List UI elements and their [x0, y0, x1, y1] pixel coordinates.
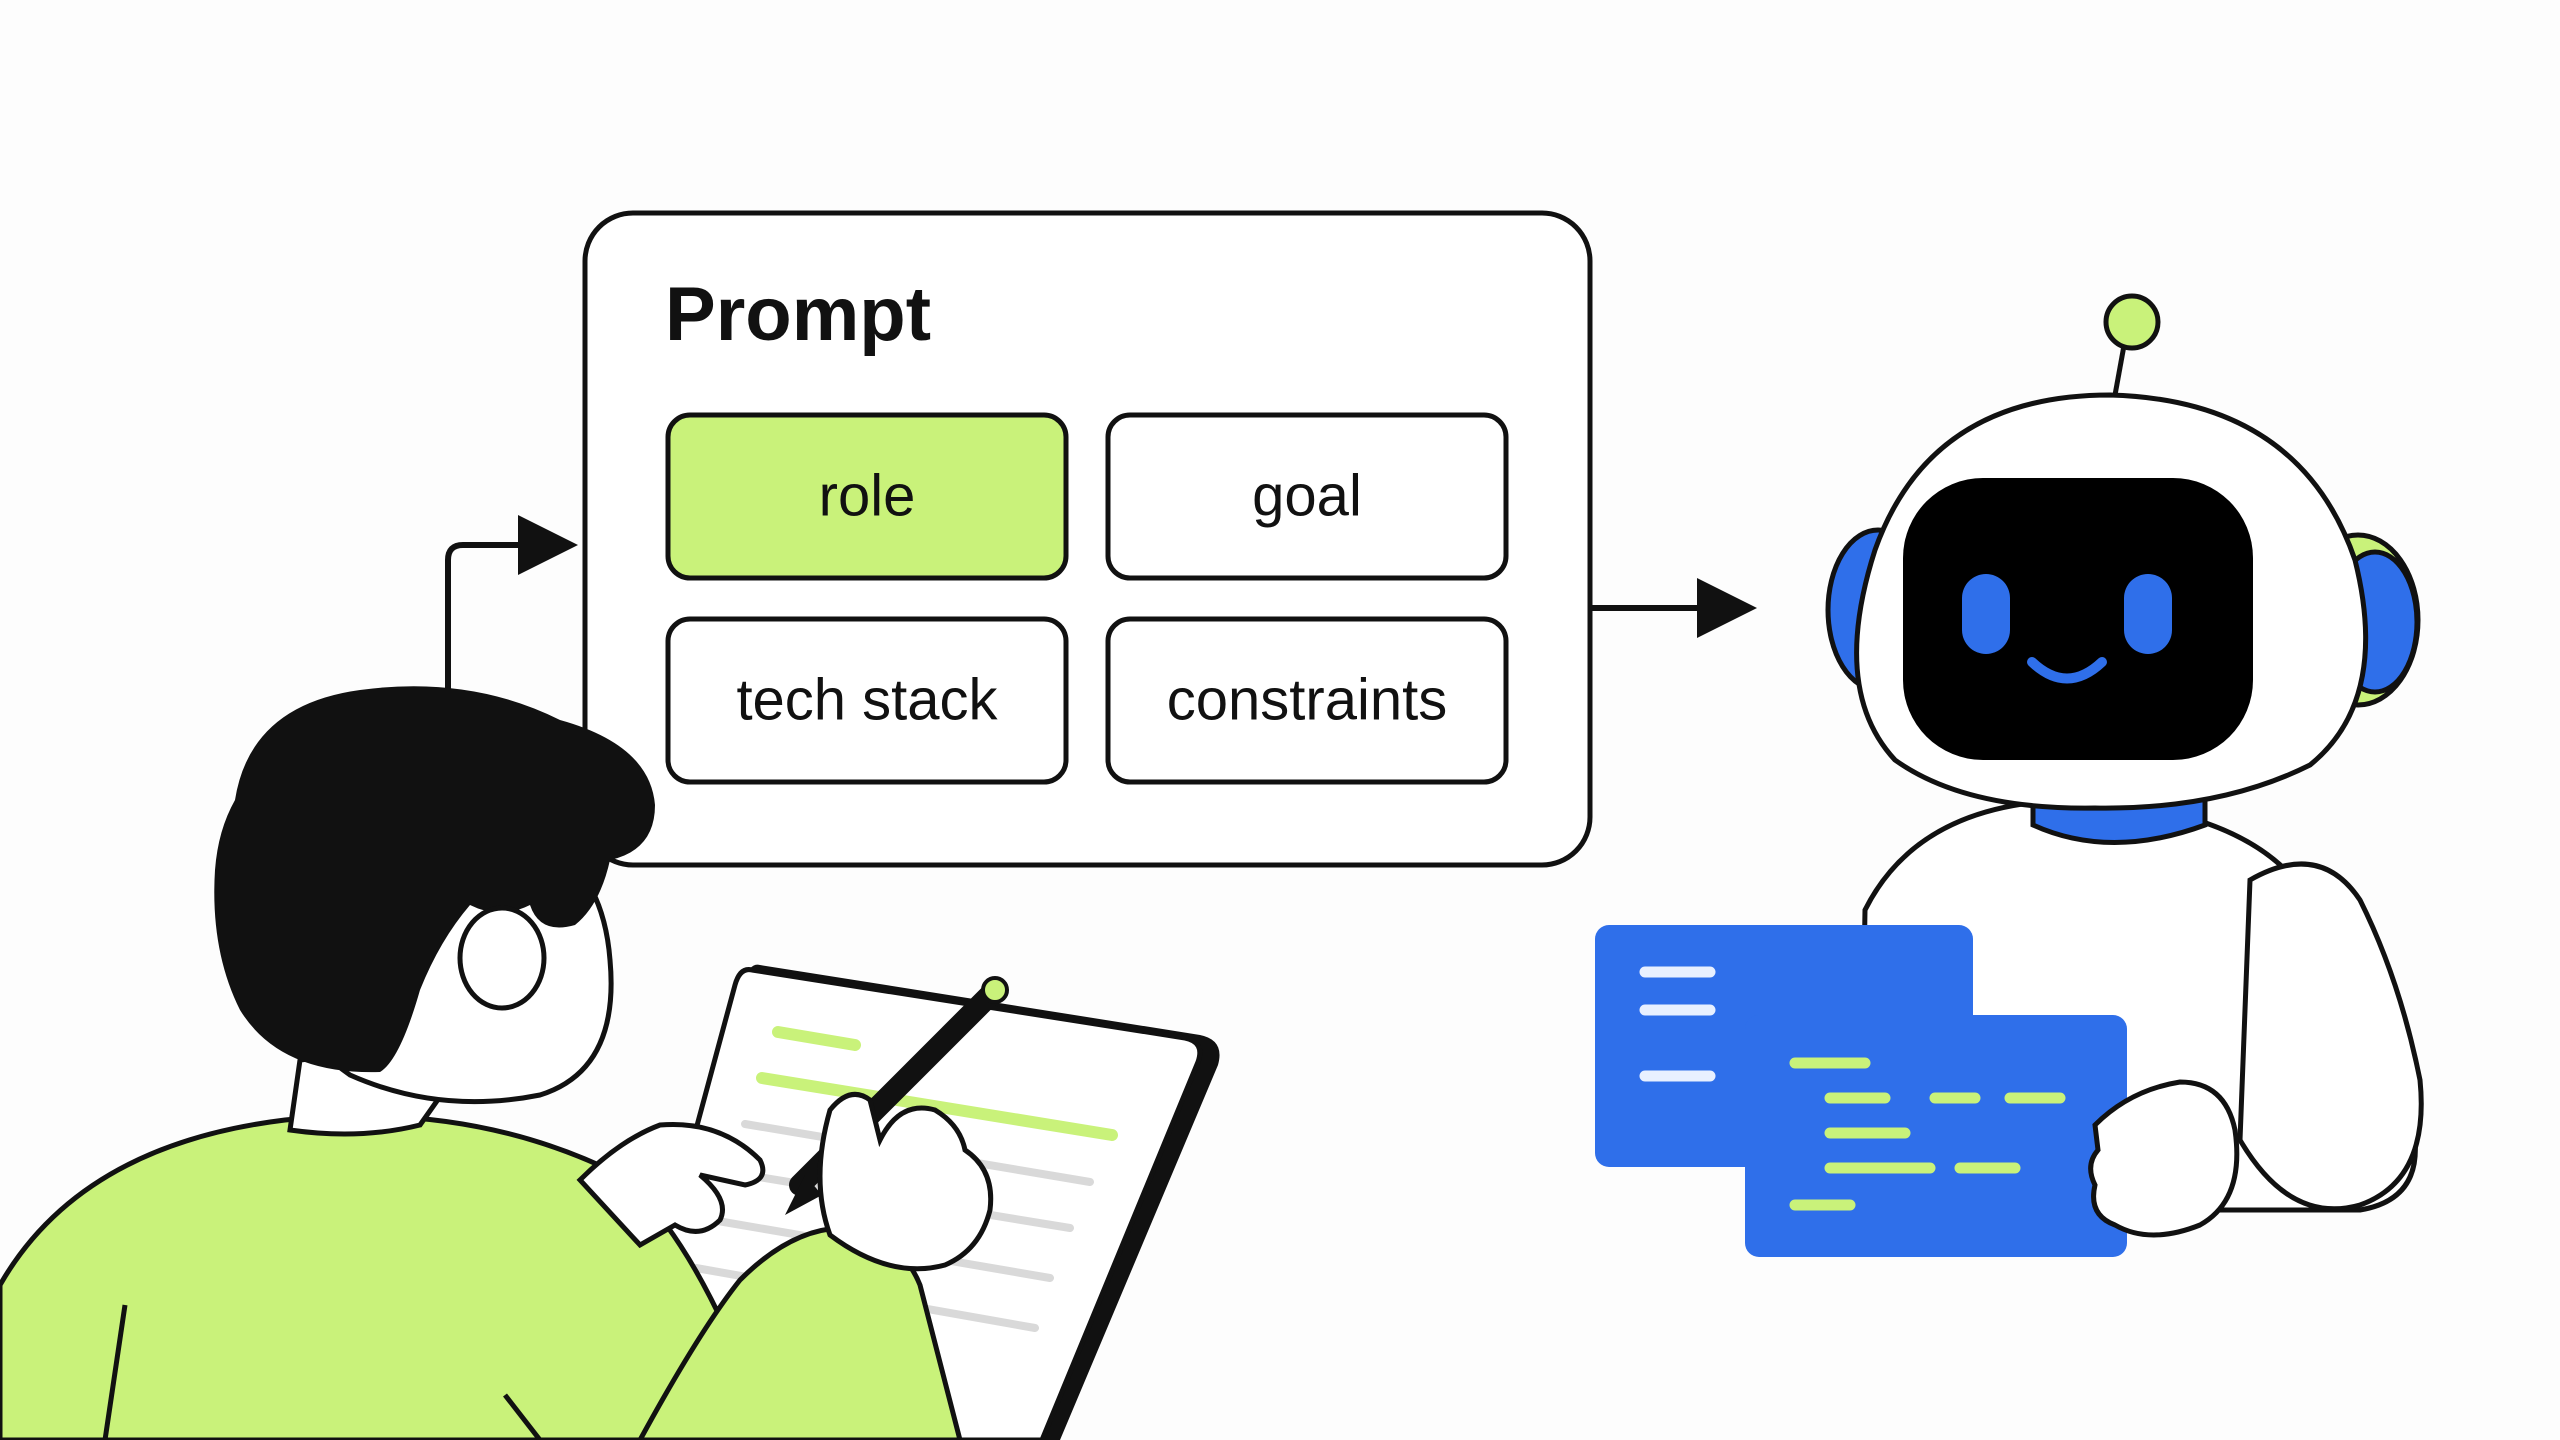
chip-constraints-label: constraints	[1167, 668, 1447, 733]
code-window-front	[1745, 1015, 2127, 1257]
person-hair	[214, 686, 655, 1073]
robot-smile	[2027, 657, 2107, 684]
prompt-title: Prompt	[665, 272, 931, 357]
chip-role-label: role	[819, 464, 916, 529]
robot-visor	[1903, 478, 2253, 760]
chip-tech-stack-label: tech stack	[736, 668, 998, 733]
chip-goal-label: goal	[1252, 464, 1362, 529]
robot-right-eye	[2124, 574, 2172, 654]
chip-constraints: constraints	[1105, 616, 1509, 785]
robot-assistant-icon	[1595, 293, 2424, 1257]
robot-left-eye	[1962, 574, 2010, 654]
robot-arm	[2237, 861, 2424, 1212]
chip-tech-stack: tech stack	[665, 616, 1069, 785]
input-arrow	[445, 515, 578, 690]
robot-hand	[2088, 1079, 2240, 1238]
chip-role: role	[665, 412, 1069, 581]
person-left-hand	[576, 1121, 766, 1249]
person-writing-icon	[0, 686, 1220, 1440]
prompt-panel: Prompt role goal tech stack constraints	[582, 210, 1593, 868]
chip-goal: goal	[1105, 412, 1509, 581]
person-right-hand	[817, 1091, 994, 1272]
person-torso	[0, 1113, 773, 1440]
code-window-icon	[1595, 925, 2127, 1257]
